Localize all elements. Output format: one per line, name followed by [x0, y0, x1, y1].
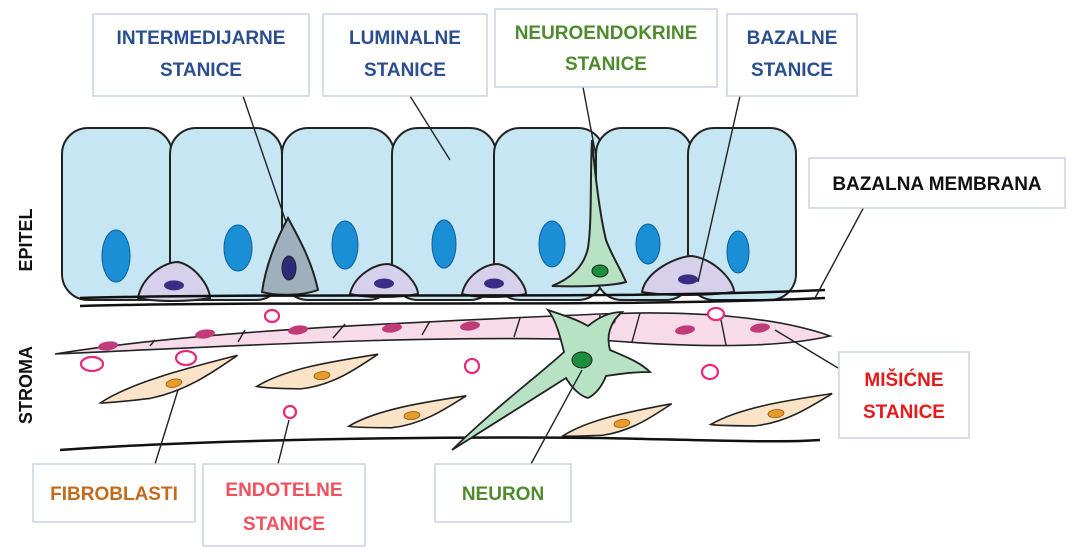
svg-text:STANICE: STANICE	[565, 54, 647, 75]
endothelial-cell	[81, 357, 103, 371]
svg-text:BAZALNA MEMBRANA: BAZALNA MEMBRANA	[832, 174, 1042, 195]
label-basal-membrane: BAZALNA MEMBRANA	[809, 158, 1065, 208]
svg-text:NEURON: NEURON	[462, 484, 544, 505]
svg-text:LUMINALNE: LUMINALNE	[349, 28, 461, 49]
label-luminal: LUMINALNE STANICE	[323, 14, 487, 96]
luminal-nucleus	[636, 224, 660, 264]
luminal-nucleus	[332, 221, 358, 269]
fibroblast	[97, 355, 243, 408]
fibroblast	[255, 354, 381, 393]
label-basal: BAZALNE STANICE	[727, 14, 857, 96]
svg-text:MIŠIĆNE: MIŠIĆNE	[864, 369, 943, 391]
svg-text:STANICE: STANICE	[364, 60, 446, 81]
svg-text:STANICE: STANICE	[751, 60, 833, 81]
svg-text:ENDOTELNE: ENDOTELNE	[225, 480, 342, 501]
endothelial-cell	[708, 308, 724, 320]
fibroblast	[709, 394, 835, 431]
intermediate-nucleus	[282, 256, 296, 280]
label-neuron: NEURON	[435, 464, 571, 522]
svg-text:STANICE: STANICE	[243, 514, 325, 535]
stroma-bottom-line	[60, 438, 820, 451]
endothelial-cell	[265, 310, 279, 322]
basal-nucleus	[164, 280, 184, 290]
luminal-nucleus	[539, 221, 565, 267]
neuroendocrine-nucleus	[592, 265, 608, 277]
svg-text:BAZALNE: BAZALNE	[747, 28, 838, 49]
label-neuroendocrine: NEUROENDOKRINE STANICE	[495, 9, 717, 87]
label-endothelial: ENDOTELNE STANICE	[203, 464, 365, 546]
basal-nucleus	[374, 279, 394, 289]
luminal-nucleus	[727, 231, 749, 273]
neuron-nucleus	[572, 352, 592, 368]
endothelial-cell	[176, 351, 196, 365]
fibroblast	[561, 404, 675, 441]
luminal-nucleus	[224, 225, 252, 271]
svg-text:STANICE: STANICE	[863, 402, 945, 423]
label-intermediate: INTERMEDIJARNE STANICE	[93, 14, 309, 96]
fibroblast	[347, 396, 469, 432]
basal-nucleus	[678, 274, 698, 284]
svg-text:FIBROBLASTI: FIBROBLASTI	[50, 484, 178, 505]
label-fibroblasts: FIBROBLASTI	[33, 464, 195, 522]
svg-text:INTERMEDIJARNE: INTERMEDIJARNE	[117, 28, 286, 49]
endothelial-cell	[465, 359, 479, 373]
endothelial-cell	[702, 365, 718, 379]
side-label-stroma: STROMA	[16, 346, 36, 424]
label-muscle: MIŠIĆNE STANICE	[839, 352, 969, 438]
basal-nucleus	[484, 279, 504, 289]
luminal-nucleus	[102, 230, 130, 282]
endothelial-cell	[284, 406, 296, 418]
luminal-nucleus	[432, 220, 456, 268]
side-label-epithelium: EPITEL	[16, 208, 36, 271]
svg-text:STANICE: STANICE	[160, 60, 242, 81]
svg-text:NEUROENDOKRINE: NEUROENDOKRINE	[515, 23, 698, 44]
